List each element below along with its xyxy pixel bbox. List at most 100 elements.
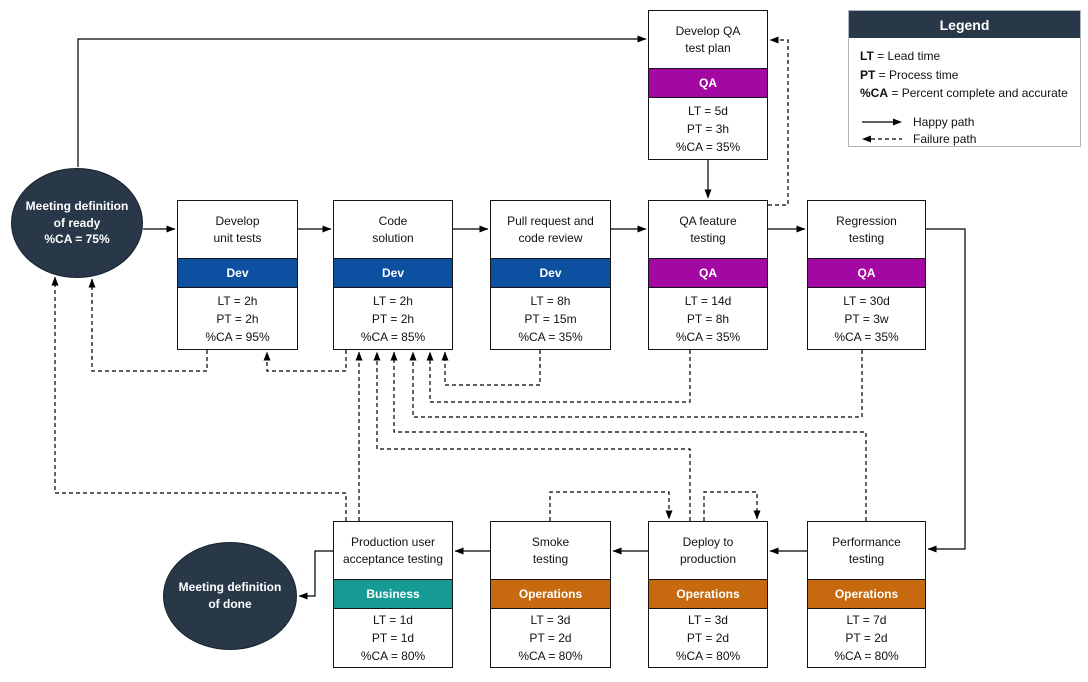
metric-line: %CA = 80% bbox=[834, 649, 899, 663]
legend-definitions: LT = Lead time PT = Process time %CA = Per… bbox=[860, 47, 1069, 103]
metric-line: %CA = 80% bbox=[518, 649, 583, 663]
metric-line: %CA = 35% bbox=[834, 329, 899, 344]
metric-line: PT = 1d bbox=[371, 631, 415, 645]
legend-path-label: Failure path bbox=[913, 132, 977, 147]
metric-line: PT = 2h bbox=[371, 311, 415, 326]
metric-line: LT = 8h bbox=[530, 293, 571, 308]
process-title: Code solution bbox=[372, 214, 414, 245]
legend-definition: LT = Lead time bbox=[860, 49, 941, 63]
metric-line: PT = 2d bbox=[529, 631, 572, 645]
happy-path-regression-testing-to-performance-testing bbox=[926, 228, 966, 553]
process-title: Develop unit tests bbox=[213, 214, 262, 245]
metric-line: LT = 1d bbox=[373, 613, 413, 627]
metric-line: %CA = 35% bbox=[675, 139, 741, 154]
metric-line: PT = 15m bbox=[524, 311, 577, 326]
terminator-line: of done bbox=[208, 597, 252, 611]
metric-line: LT = 5d bbox=[688, 103, 728, 118]
lane-badge: Operations bbox=[491, 579, 610, 609]
failure-path-regression-testing-to-code-solution bbox=[409, 350, 863, 418]
failure-path-performance-testing-to-code-solution bbox=[390, 351, 867, 521]
metric-line: LT = 2h bbox=[217, 293, 258, 308]
metric-line: %CA = 85% bbox=[360, 329, 426, 344]
process-metrics: LT = 1d PT = 1d %CA = 80% bbox=[334, 609, 452, 667]
legend-term: LT bbox=[860, 49, 874, 63]
legend-path-label: Happy path bbox=[913, 115, 975, 130]
terminator-meeting-definition-of-done: Meeting definition of done bbox=[163, 542, 297, 650]
metric-line: LT = 14d bbox=[684, 293, 732, 308]
legend-path-row: Failure path bbox=[860, 131, 1069, 148]
metric-line: LT = 3d bbox=[530, 613, 571, 627]
metric-line: LT = 3d bbox=[688, 613, 728, 627]
lane-badge: QA bbox=[649, 68, 767, 98]
process-metrics: LT = 3d PT = 2d %CA = 80% bbox=[491, 609, 610, 667]
terminator-line: of ready bbox=[53, 215, 101, 230]
process-metrics: LT = 14d PT = 8h %CA = 35% bbox=[649, 288, 767, 349]
process-metrics: LT = 2h PT = 2h %CA = 95% bbox=[178, 288, 297, 349]
metric-line: %CA = 95% bbox=[205, 329, 270, 344]
legend-definition: PT = Process time bbox=[860, 67, 959, 82]
happy-path-meeting-definition-of-ready-to-develop-qa-test-plan bbox=[77, 35, 647, 167]
terminator-line: Meeting definition bbox=[25, 198, 129, 213]
failure-path-deploy-to-production-to-code-solution bbox=[373, 351, 691, 521]
lane-badge: QA bbox=[649, 258, 767, 288]
lane-badge: Operations bbox=[649, 579, 767, 609]
metric-line: PT = 3w bbox=[844, 311, 889, 326]
failure-path-code-solution-to-develop-unit-tests bbox=[263, 350, 347, 372]
metric-line: PT = 3h bbox=[686, 121, 730, 136]
metric-line: %CA = 80% bbox=[360, 649, 426, 663]
process-metrics: LT = 7d PT = 2d %CA = 80% bbox=[808, 609, 925, 667]
metric-line: LT = 7d bbox=[846, 613, 887, 627]
failure-path-qa-feature-testing-to-develop-qa-test-plan bbox=[768, 36, 789, 206]
legend-path-row: Happy path bbox=[860, 114, 1069, 131]
legend-term: %CA bbox=[860, 86, 889, 101]
process-metrics: LT = 30d PT = 3w %CA = 35% bbox=[808, 288, 925, 349]
process-title: Develop QA test plan bbox=[675, 24, 741, 55]
failure-path-production-user-acceptance-testing-to-meeting-definition-of-ready bbox=[51, 276, 347, 521]
lane-badge: Business bbox=[334, 579, 452, 609]
process-title: Production user acceptance testing bbox=[342, 535, 444, 566]
failure-path-pull-request-and-code-review-to-code-solution bbox=[441, 350, 541, 386]
process-metrics: LT = 3d PT = 2d %CA = 80% bbox=[649, 609, 767, 667]
failure-path-qa-feature-testing-to-code-solution bbox=[426, 350, 691, 403]
failure-path-deploy-to-production-to-deploy-to-production bbox=[703, 491, 761, 521]
metric-line: PT = 2h bbox=[216, 311, 259, 326]
happy-path-production-user-acceptance-testing-to-meeting-definition-of-done bbox=[298, 550, 333, 600]
metric-line: LT = 2h bbox=[373, 293, 413, 308]
metric-line: LT = 30d bbox=[843, 293, 890, 308]
metric-line: %CA = 35% bbox=[675, 329, 741, 344]
metric-line: %CA = 80% bbox=[675, 649, 741, 663]
legend-body: LT = Lead time PT = Process time %CA = Per… bbox=[849, 38, 1080, 154]
legend-definition: %CA = Percent complete and accurate bbox=[860, 86, 1068, 101]
terminator-line: Meeting definition bbox=[178, 580, 282, 595]
process-title: Regression testing bbox=[836, 214, 897, 245]
lane-badge: Dev bbox=[334, 258, 452, 288]
process-title: Pull request and code review bbox=[507, 214, 594, 245]
metric-line: PT = 2d bbox=[686, 631, 730, 645]
process-title: Deploy to production bbox=[679, 535, 737, 566]
process-title: Performance testing bbox=[832, 535, 901, 566]
process-metrics: LT = 8h PT = 15m %CA = 35% bbox=[491, 288, 610, 349]
metric-line: PT = 8h bbox=[686, 311, 730, 326]
lane-badge: Dev bbox=[491, 258, 610, 288]
metric-line: %CA = 35% bbox=[518, 329, 583, 344]
failure-path-arrow-sample bbox=[862, 135, 902, 143]
metric-line: PT = 2d bbox=[845, 631, 888, 645]
process-title: QA feature testing bbox=[679, 214, 737, 245]
failure-path-develop-unit-tests-to-meeting-definition-of-ready bbox=[88, 278, 208, 372]
process-metrics: LT = 5d PT = 3h %CA = 35% bbox=[649, 98, 767, 159]
lane-badge: Operations bbox=[808, 579, 925, 609]
legend-term: PT bbox=[860, 67, 876, 82]
